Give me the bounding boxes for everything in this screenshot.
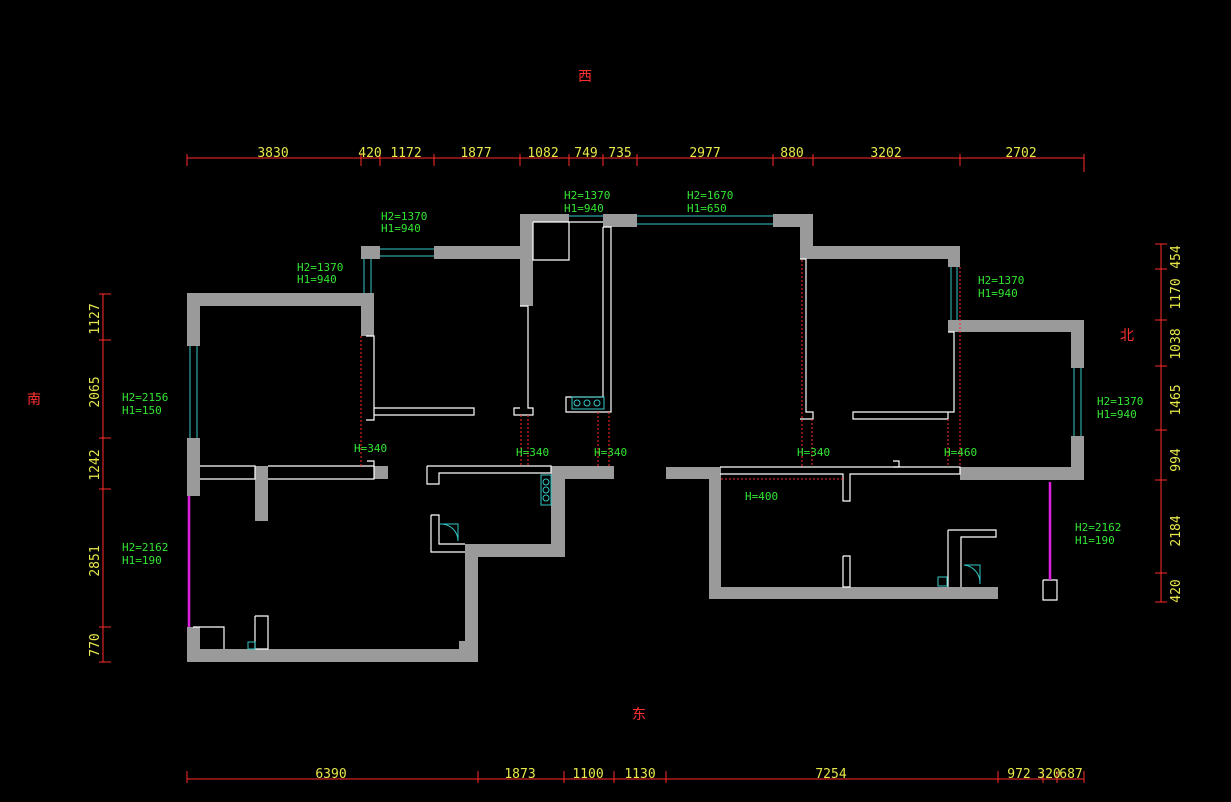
compass-north: 北	[1120, 328, 1134, 344]
ann-w5-h2: H2=1370	[978, 274, 1024, 287]
dim-bottom-5: 7254	[815, 767, 846, 782]
dim-bottom-8: 687	[1059, 767, 1082, 782]
dim-bottom-3: 1100	[572, 767, 603, 782]
dim-top-10: 3202	[870, 146, 901, 161]
compass-west: 西	[578, 69, 592, 85]
dim-top-5: 1082	[527, 146, 558, 161]
dim-left-4: 2851	[88, 545, 103, 576]
ann-w6-h2: H2=1370	[1097, 395, 1143, 408]
dim-left-3: 1242	[88, 449, 103, 480]
ann-w6-h1: H1=940	[1097, 408, 1137, 421]
ann-w7-h1: H1=150	[122, 404, 162, 417]
dim-left-1: 1127	[88, 303, 103, 334]
ann-w9-h1: H1=190	[1075, 534, 1115, 547]
ann-b6: H=400	[745, 490, 778, 503]
dim-top-7: 735	[608, 146, 631, 161]
ann-b3: H=340	[594, 446, 627, 459]
dim-right-1: 454	[1169, 245, 1184, 269]
dim-right-7: 420	[1169, 579, 1184, 602]
dim-bottom-2: 1873	[504, 767, 535, 782]
dim-bottom-4: 1130	[624, 767, 655, 782]
ann-b5: H=460	[944, 446, 977, 459]
dim-right-6: 2184	[1169, 515, 1184, 546]
top-dimension-line	[186, 154, 1085, 172]
dim-right-5: 994	[1169, 448, 1184, 472]
dim-bottom-7: 320	[1037, 767, 1060, 782]
dim-right-2: 1170	[1169, 278, 1184, 309]
dim-top-9: 880	[780, 146, 803, 161]
walls	[187, 214, 1084, 662]
bottom-dimension-line	[186, 771, 1085, 783]
windows	[189, 215, 1082, 650]
dim-right-3: 1038	[1169, 328, 1184, 359]
ann-w1-h2: H2=1370	[381, 210, 427, 223]
ann-w2-h1: H1=940	[297, 273, 337, 286]
ann-w8-h1: H1=190	[122, 554, 162, 567]
ann-w1-h1: H1=940	[381, 222, 421, 235]
ann-w5-h1: H1=940	[978, 287, 1018, 300]
ann-b1: H=340	[354, 442, 387, 455]
dim-left-5: 770	[88, 633, 103, 656]
ann-w3-h1: H1=940	[564, 202, 604, 215]
dim-top-4: 1877	[460, 146, 491, 161]
right-dimension-line	[1155, 243, 1167, 603]
compass-south: 南	[27, 392, 41, 408]
dim-top-6: 749	[574, 146, 597, 161]
ann-w9-h2: H2=2162	[1075, 521, 1121, 534]
opening-markers	[360, 260, 961, 480]
ann-w2-h2: H2=1370	[297, 261, 343, 274]
dim-top-1: 3830	[257, 146, 288, 161]
ann-w4-h2: H2=1670	[687, 189, 733, 202]
dim-bottom-1: 6390	[315, 767, 346, 782]
ann-w7-h2: H2=2156	[122, 391, 168, 404]
ann-w3-h2: H2=1370	[564, 189, 610, 202]
ann-b2: H=340	[516, 446, 549, 459]
dim-top-11: 2702	[1005, 146, 1036, 161]
dim-bottom-6: 972	[1007, 767, 1030, 782]
left-dimension-line	[99, 293, 111, 663]
dim-top-8: 2977	[689, 146, 720, 161]
interior-lines	[193, 221, 1058, 650]
compass-east: 东	[632, 707, 646, 723]
dim-right-4: 1465	[1169, 384, 1184, 415]
ann-w8-h2: H2=2162	[122, 541, 168, 554]
dim-top-3: 1172	[390, 146, 421, 161]
dim-left-2: 2065	[88, 376, 103, 407]
ann-w4-h1: H1=650	[687, 202, 727, 215]
dim-top-2: 420	[358, 146, 381, 161]
ann-b4: H=340	[797, 446, 830, 459]
